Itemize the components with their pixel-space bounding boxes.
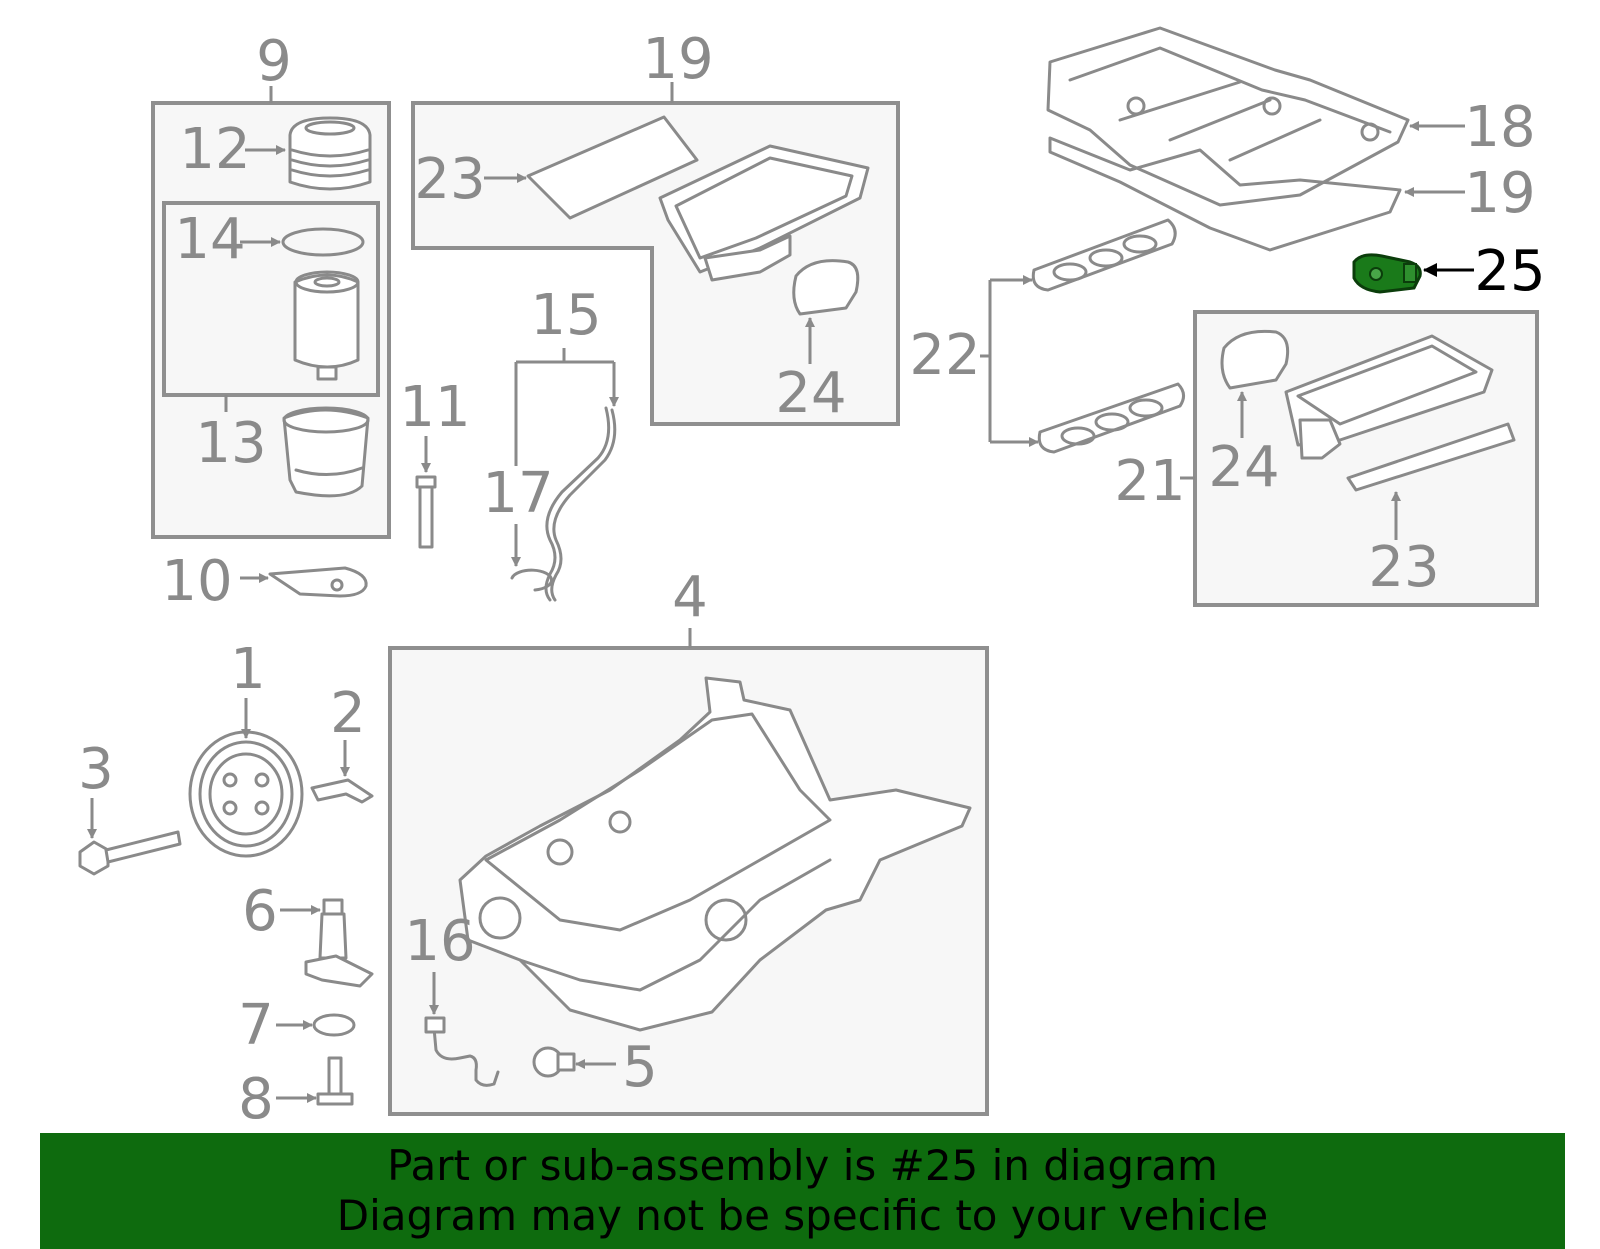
pan-gasket-part-21[interactable]	[1346, 422, 1516, 492]
pan-gasket-part-top[interactable]	[526, 115, 699, 220]
banner-line-disclaimer: Diagram may not be specific to your vehi…	[336, 1191, 1269, 1240]
drain-plug-part[interactable]	[532, 1046, 576, 1078]
sensor-bolt-part[interactable]	[316, 1056, 354, 1106]
callout-21: 21	[1114, 449, 1185, 514]
callout-12: 12	[179, 117, 250, 182]
oil-pan-part[interactable]	[458, 676, 972, 1032]
dipstick-tube-outline	[544, 406, 611, 602]
callout-19: 19	[1464, 161, 1535, 226]
intake-manifold-part[interactable]	[1046, 26, 1410, 207]
callout-17: 17	[482, 461, 553, 526]
intake-manifold-gasket-part[interactable]	[1048, 136, 1402, 252]
oil-filter-element-part[interactable]	[293, 270, 360, 381]
dipstick-tube-part[interactable]	[550, 408, 617, 602]
oil-filter-cap-part[interactable]	[288, 116, 372, 191]
callout-6: 6	[242, 879, 278, 944]
callout-4: 4	[672, 565, 708, 630]
callout-22: 22	[909, 323, 980, 388]
callout-25[interactable]: 25	[1474, 239, 1545, 304]
callout-15: 15	[530, 283, 601, 348]
pulley-bolt-part[interactable]	[78, 830, 182, 876]
baffle-cover-part-top[interactable]	[792, 259, 860, 316]
sealing-washer-part[interactable]	[312, 1013, 356, 1037]
callout-14: 14	[174, 207, 245, 272]
callout-23-box21: 23	[1368, 535, 1439, 600]
callout-5: 5	[622, 1035, 658, 1100]
callout-23-top: 23	[414, 147, 485, 212]
callout-16: 16	[404, 909, 475, 974]
callout-1: 1	[230, 637, 266, 702]
baffle-cover-part-21[interactable]	[1220, 329, 1290, 390]
callout-8: 8	[238, 1067, 274, 1132]
callout-24-box21: 24	[1208, 435, 1279, 500]
crankshaft-key-part[interactable]	[310, 778, 374, 804]
o-ring-part[interactable]	[281, 227, 365, 257]
callout-2: 2	[330, 681, 366, 746]
banner-line-part-number: Part or sub-assembly is #25 in diagram	[387, 1141, 1218, 1190]
pickup-tube-fitting	[424, 1016, 446, 1034]
filter-adapter-gasket-part[interactable]	[268, 566, 368, 598]
highlighted-part-25-sensor[interactable]	[1352, 253, 1422, 294]
leader-15	[514, 348, 616, 466]
oil-pickup-tube-part[interactable]	[432, 1026, 500, 1087]
bolt-11-part[interactable]	[415, 475, 437, 549]
exhaust-manifold-gasket-part-upper[interactable]	[1031, 218, 1177, 292]
callout-7: 7	[238, 993, 274, 1058]
callout-10: 10	[161, 549, 232, 614]
callout-9: 9	[256, 29, 292, 94]
leader-22	[980, 278, 1036, 444]
callout-3: 3	[78, 737, 114, 802]
callout-24-top: 24	[775, 361, 846, 426]
callout-18: 18	[1464, 95, 1535, 160]
exhaust-manifold-gasket-part-lower[interactable]	[1037, 382, 1185, 454]
oil-filter-housing-part[interactable]	[282, 406, 370, 498]
part-info-banner: Part or sub-assembly is #25 in diagram D…	[40, 1133, 1565, 1249]
callout-13: 13	[195, 411, 266, 476]
callout-20: 19	[642, 27, 713, 92]
lower-pan-section-part-21[interactable]	[1284, 334, 1494, 460]
callout-11: 11	[399, 375, 470, 440]
crankshaft-pulley-part[interactable]	[188, 730, 304, 858]
gasket-hole	[330, 578, 344, 592]
oil-level-sensor-part[interactable]	[304, 898, 374, 988]
upper-oil-pan-part[interactable]	[658, 144, 870, 282]
tube-seal-ring-part[interactable]	[510, 568, 554, 592]
